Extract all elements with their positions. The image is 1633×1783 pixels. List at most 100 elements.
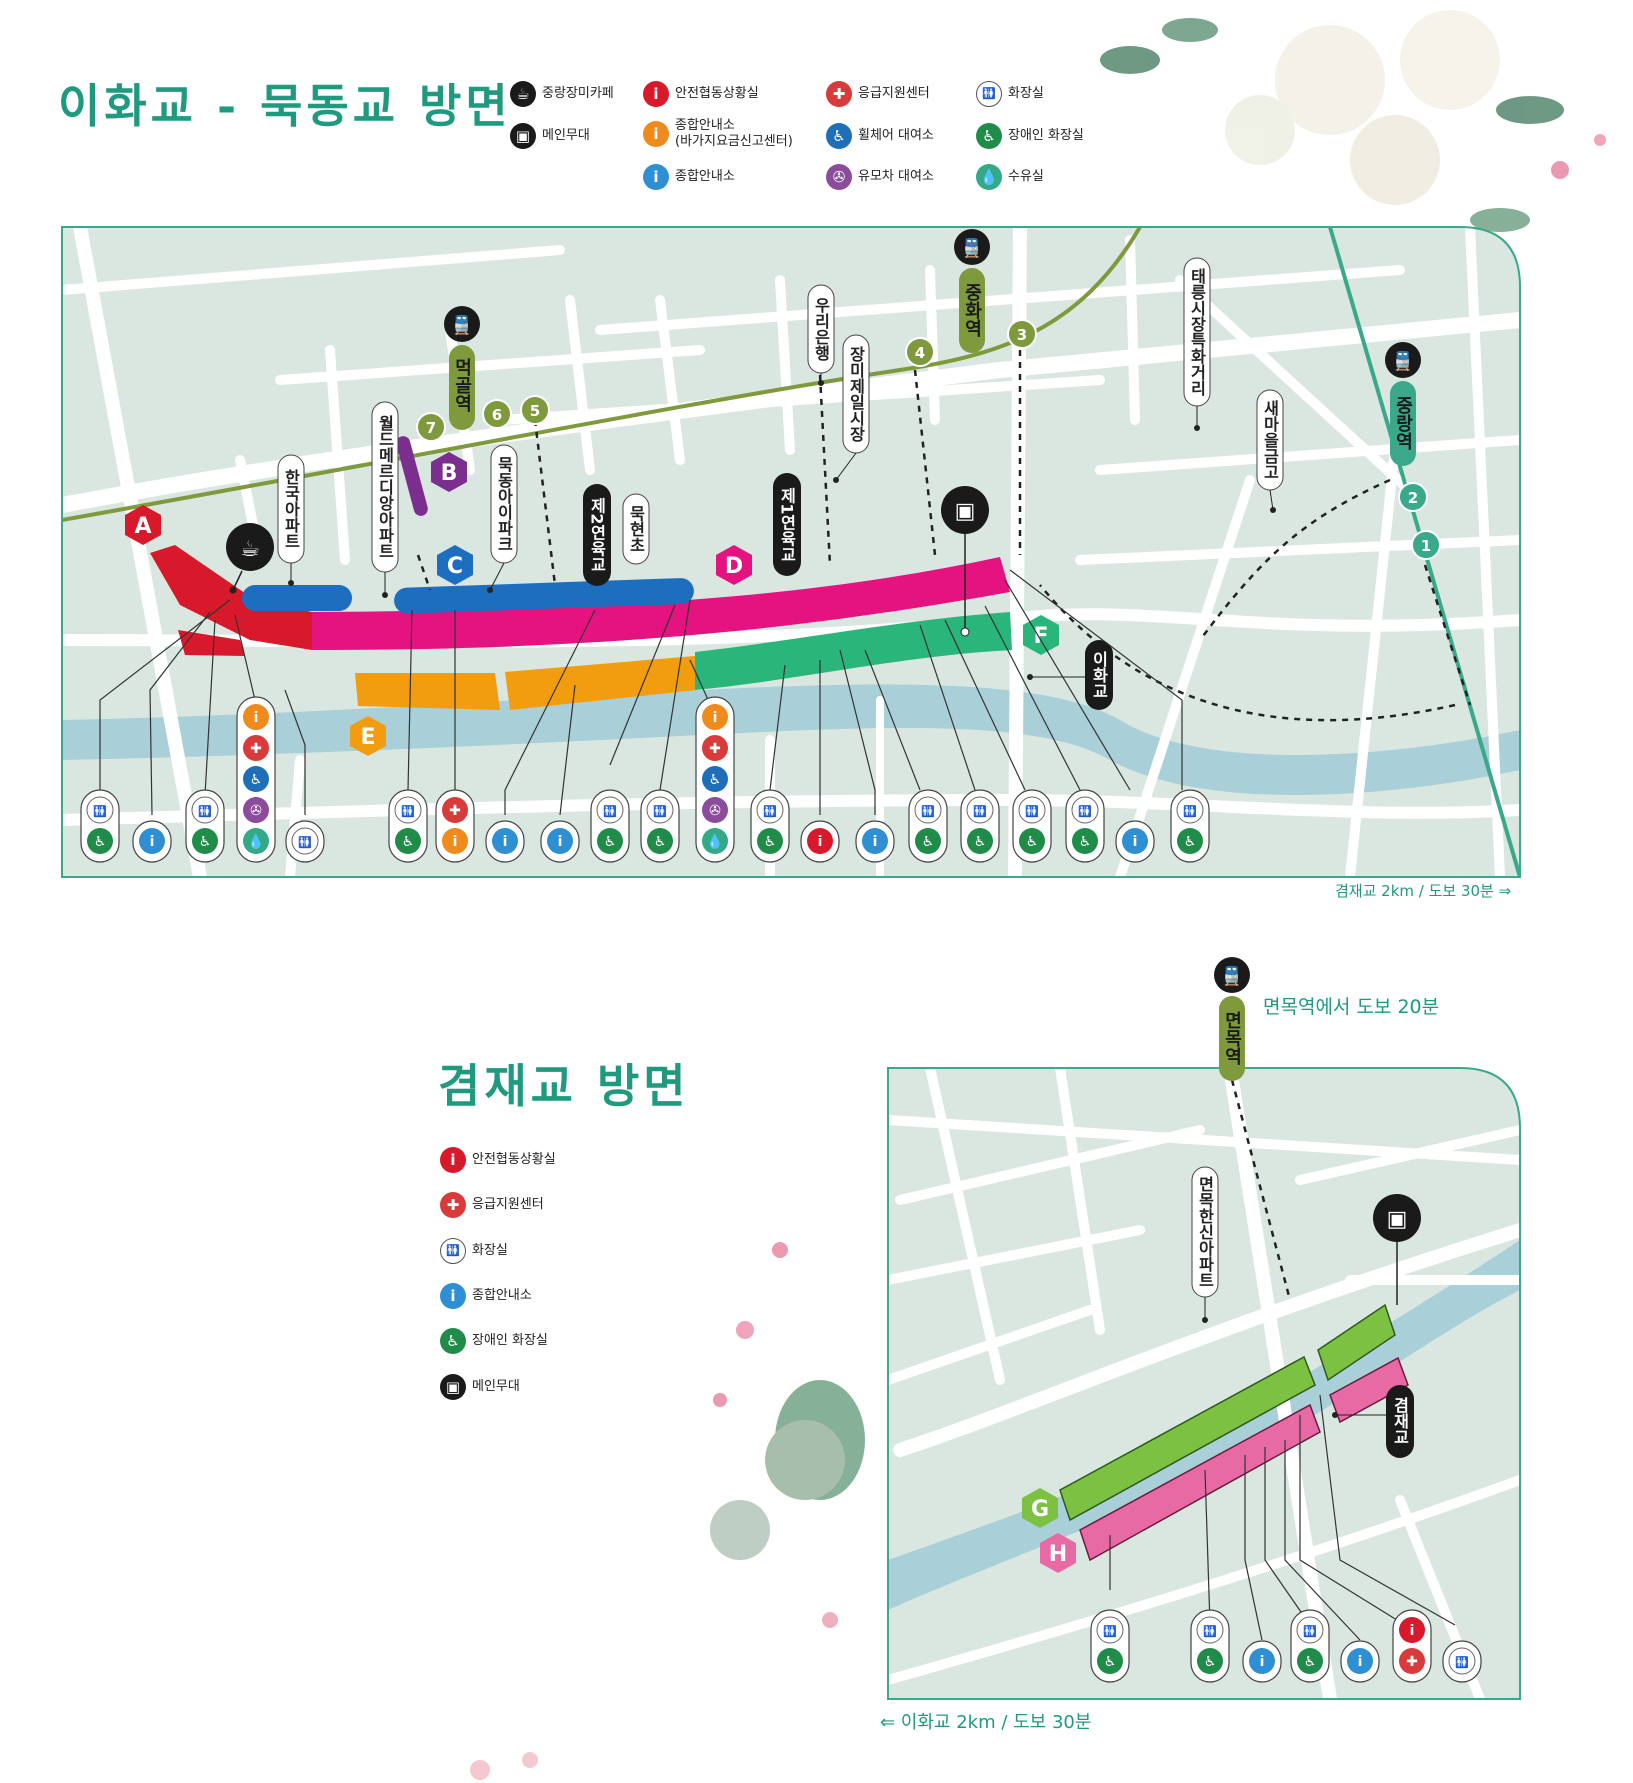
landmark-ihwa-bridge: 이화교 — [1027, 640, 1113, 710]
first-aid-icon-glyph: ✚ — [250, 741, 262, 757]
cafe-icon: ☕ — [510, 81, 536, 107]
stroller-icon — [702, 797, 728, 823]
zone-h-area — [1079, 1403, 1321, 1562]
exit-3-label: 3 — [1017, 326, 1027, 344]
accessible-restroom-icon: ♿ — [440, 1328, 466, 1354]
landmark-ihwa-bridge-label: 이화교 — [1090, 651, 1109, 699]
first-aid-icon — [702, 735, 728, 761]
exit-7-label: 7 — [426, 419, 436, 437]
restroom-icon-glyph: 🚻 — [973, 805, 987, 818]
landmark-myeonmok-apt-label: 면목한신아파트 — [1196, 1176, 1215, 1288]
legend-wheelchair: ♿휠체어 대여소 — [826, 123, 934, 149]
info-icon-glyph: i — [150, 834, 155, 850]
info-icon-glyph: i — [503, 834, 508, 850]
zone-d-label: D — [716, 545, 752, 585]
restroom-icon-glyph: 🚻 — [1078, 805, 1092, 818]
accessible-restroom-icon — [1019, 828, 1045, 854]
nursing-room-icon — [243, 828, 269, 854]
svg-text:☕: ☕ — [240, 537, 260, 562]
svg-text:▣: ▣ — [955, 499, 976, 524]
nursing-room-icon-glyph: 💧 — [706, 833, 723, 850]
accessible-restroom-icon-glyph: ♿ — [1079, 834, 1092, 850]
main-stage-marker-2[interactable]: ▣ — [1373, 1194, 1421, 1305]
info-icon: i — [440, 1283, 466, 1309]
map1-title: 이화교 - 묵동교 방면 — [58, 79, 512, 133]
accessible-restroom-icon-glyph: ♿ — [1104, 1654, 1117, 1670]
landmark-bridge1: 제1연육교 — [773, 473, 801, 576]
restroom-icon — [291, 827, 319, 855]
zone-c-label: C — [437, 545, 473, 585]
exit-2-label: 2 — [1408, 489, 1418, 507]
station-junghwa[interactable]: 🚆 중화역 — [954, 229, 990, 353]
cafe-marker[interactable]: ☕ — [226, 523, 274, 594]
landmark-jangmi-market-label: 장미제일시장 — [847, 346, 866, 443]
restroom-icon-glyph: 🚻 — [603, 805, 617, 818]
restroom-icon-glyph: 🚻 — [1455, 1656, 1469, 1669]
exit-1-label: 1 — [1421, 537, 1431, 555]
info-icon-glyph: i — [1260, 1654, 1265, 1670]
main-stage-marker[interactable]: ▣ — [941, 486, 989, 637]
restroom-icon — [756, 796, 784, 824]
landmark-worldmeridian-apt: 월드메르디앙아파트 — [371, 401, 399, 598]
info-orange-icon: i — [643, 121, 669, 148]
zone-g-label: G — [1022, 1488, 1058, 1528]
landmark-taereung-street-label: 태릉시장특화거리 — [1188, 268, 1207, 397]
landmark-jangmi-market: 장미제일시장 — [833, 334, 870, 483]
accessible-restroom-icon — [1197, 1648, 1223, 1674]
map2-title: 겸재교 방면 — [438, 1059, 690, 1113]
station-meokgol[interactable]: 🚆 먹골역 — [444, 306, 480, 430]
info-orange-icon — [702, 704, 728, 730]
accessible-restroom-icon — [757, 828, 783, 854]
zone-c-area-left — [242, 585, 352, 611]
restroom-icon — [191, 796, 219, 824]
first-aid-icon — [1399, 1648, 1425, 1674]
accessible-restroom-icon-glyph: ♿ — [94, 834, 107, 850]
exit-6-label: 6 — [492, 406, 502, 424]
landmark-worldmeridian-apt-label: 월드메르디앙아파트 — [376, 415, 395, 559]
accessible-restroom-icon — [1297, 1648, 1323, 1674]
zone-g-text: G — [1031, 1497, 1049, 1522]
exit-7: 7 — [416, 412, 446, 442]
station-myeonmok[interactable]: 🚆 면목역 — [1214, 957, 1250, 1081]
facility-pills-map2: 🚻♿🚻♿i🚻♿ii✚🚻 — [1090, 1609, 1482, 1683]
landmark-mukhyeon: 묵현초 — [622, 493, 650, 565]
exit-6: 6 — [482, 399, 512, 429]
restroom-icon: 🚻 — [976, 81, 1002, 107]
road-network-2 — [888, 1068, 1520, 1699]
restroom-icon — [646, 796, 674, 824]
map1-zones — [150, 436, 1012, 710]
info-icon-glyph: i — [1358, 1654, 1363, 1670]
svg-text:🚆: 🚆 — [961, 237, 983, 259]
landmark-mokdong-ipark: 묵동아이파크 — [487, 444, 518, 593]
wheelchair-icon — [702, 766, 728, 792]
map2-zones — [1059, 1303, 1409, 1562]
info-icon — [1347, 1648, 1373, 1674]
map2-footer: ⇐ 이화교 2km / 도보 30분 — [880, 1712, 1092, 1733]
exit-1: 1 — [1411, 530, 1441, 560]
restroom-icon-glyph: 🚻 — [763, 805, 777, 818]
zone-f-text: F — [1033, 624, 1048, 649]
accessible-restroom-icon-glyph: ♿ — [1304, 1654, 1317, 1670]
station-junglang[interactable]: 🚆 중랑역 — [1385, 342, 1421, 466]
info-orange-icon — [442, 828, 468, 854]
restroom-icon-glyph: 🚻 — [1303, 1625, 1317, 1638]
legend-cafe: ☕중랑장미카페 — [510, 81, 614, 107]
zone-a-label: A — [125, 505, 161, 545]
first-aid-icon-glyph: ✚ — [449, 803, 461, 819]
landmark-gyeomjae-bridge-label: 겸재교 — [1391, 1396, 1410, 1445]
restroom-icon — [914, 796, 942, 824]
zone-c-text: C — [447, 554, 463, 579]
info-orange-icon — [243, 704, 269, 730]
landmark-hanguk-apt-label: 한국아파트 — [282, 468, 301, 549]
info-orange-icon-glyph: i — [713, 710, 718, 726]
flower-decoration-top — [1100, 10, 1606, 307]
accessible-restroom-icon — [967, 828, 993, 854]
first-aid-icon: ✚ — [440, 1192, 466, 1218]
accessible-restroom-icon — [1097, 1648, 1123, 1674]
legend2-main-stage: ▣메인무대 — [440, 1374, 520, 1400]
legend-first-aid: ✚응급지원센터 — [826, 81, 930, 107]
main-stage-icon: ▣ — [510, 123, 536, 149]
station-exits: 7 6 5 4 3 2 1 — [416, 319, 1441, 560]
